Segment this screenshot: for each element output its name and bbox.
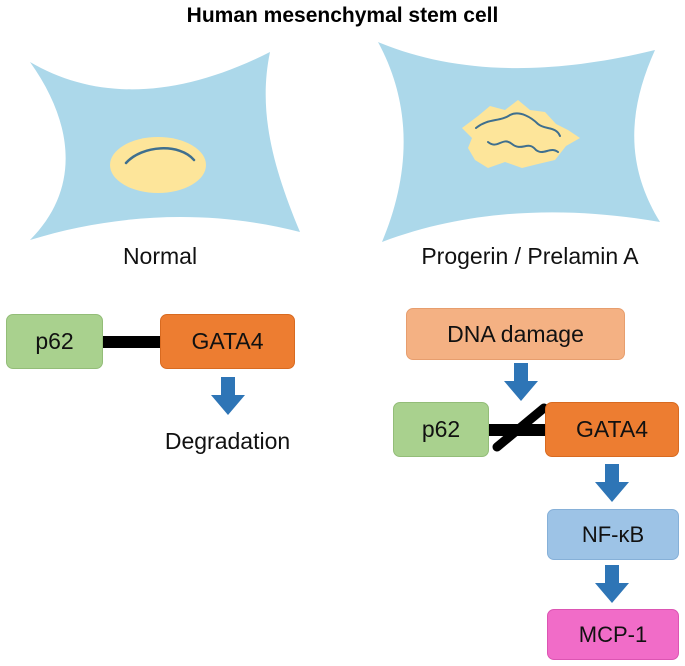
left-p62-box: p62 bbox=[6, 314, 103, 369]
left-binding-bar bbox=[103, 336, 161, 348]
left-degradation-arrow bbox=[211, 377, 245, 415]
right-p62-box: p62 bbox=[393, 402, 489, 457]
dna-damage-box: DNA damage bbox=[406, 308, 625, 360]
normal-nucleus bbox=[110, 137, 206, 193]
binding-block-slash bbox=[492, 403, 549, 452]
nfkb-to-mcp1-arrow bbox=[595, 565, 629, 603]
progerin-cell-label: Progerin / Prelamin A bbox=[421, 243, 639, 269]
nfkb-box: NF-κB bbox=[547, 509, 679, 560]
degradation-label: Degradation bbox=[164, 428, 291, 454]
normal-chromatin bbox=[124, 147, 196, 165]
progerin-chromatin bbox=[475, 112, 561, 153]
diagram-title: Human mesenchymal stem cell bbox=[186, 4, 499, 27]
dna-damage-arrow bbox=[504, 363, 538, 401]
normal-cell-label: Normal bbox=[122, 243, 198, 269]
gata4-to-nfkb-arrow bbox=[595, 464, 629, 502]
mcp1-box: MCP-1 bbox=[547, 609, 679, 660]
left-gata4-box: GATA4 bbox=[160, 314, 295, 369]
right-gata4-box: GATA4 bbox=[545, 402, 679, 457]
